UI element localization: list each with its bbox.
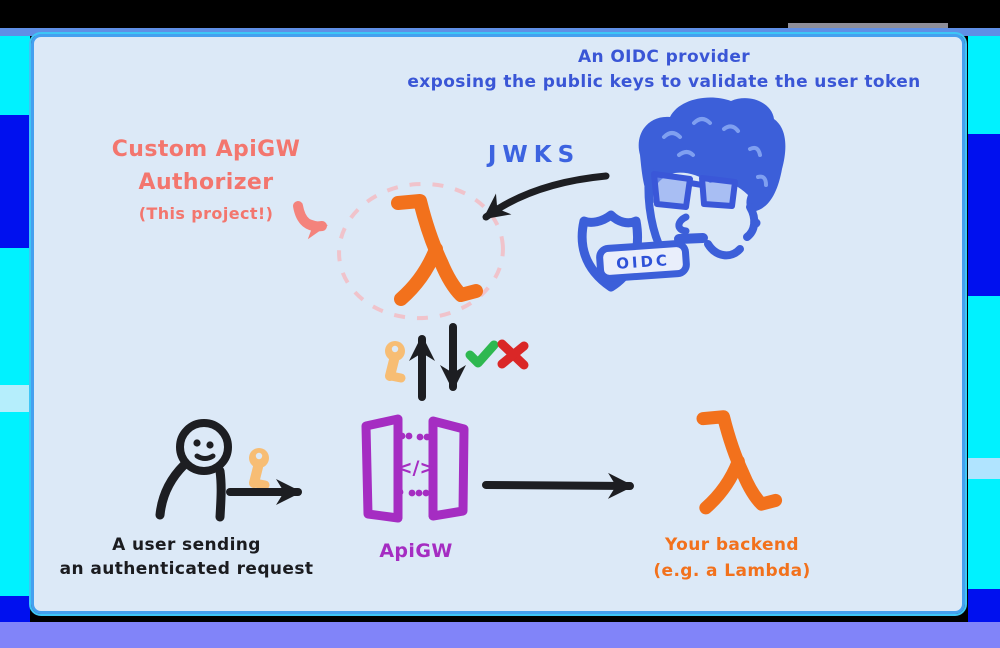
user-caption: A user sending an authenticated request — [39, 533, 334, 581]
jwks-arrow — [482, 172, 610, 221]
frame-left-stripe — [0, 248, 30, 385]
authorizer-caption-line1: Custom ApiGW — [111, 137, 301, 162]
sunglasses-icon — [651, 171, 738, 210]
authorizer-callout-arrow — [293, 201, 328, 240]
oidc-badge-label: OIDC — [616, 251, 671, 273]
frame-right-stripe — [968, 479, 1000, 589]
oidc-badge: OIDC — [596, 240, 690, 282]
frame-right-stripe — [968, 296, 1000, 458]
user-caption-line2: an authenticated request — [59, 559, 314, 579]
x-icon — [497, 339, 529, 370]
frame-right-stripe — [968, 134, 1000, 296]
backend-caption-line2: (e.g. a Lambda) — [653, 561, 811, 581]
frame-bottom-purple-band — [0, 622, 1000, 648]
backend-caption: Your backend (e.g. a Lambda) — [612, 532, 852, 584]
apigw-backend-arrow — [482, 472, 634, 499]
frame-left-stripe — [0, 412, 30, 596]
frame-right-stripe — [968, 458, 1000, 479]
user-key-icon — [249, 448, 269, 485]
shield-icon — [577, 210, 643, 292]
oidc-provider-face — [638, 97, 786, 260]
authorizer-caption-note: (This project!) — [138, 204, 274, 223]
backend-lambda-icon — [703, 417, 776, 508]
frame-left-stripe — [0, 36, 30, 115]
authorizer-lambda-icon — [398, 201, 476, 299]
hair-curls — [662, 117, 768, 187]
frame-right-stripe — [968, 36, 1000, 134]
frame-left-stripe — [0, 115, 30, 248]
authorizer-caption: Custom ApiGW Authorizer (This project!) — [74, 133, 338, 223]
authorizer-highlight-ellipse — [337, 181, 505, 321]
check-icon — [465, 340, 499, 368]
hair — [638, 97, 786, 212]
authorizer-caption-line2: Authorizer — [138, 170, 274, 195]
token-key-icon — [385, 341, 405, 378]
frame-left-stripe — [0, 385, 30, 412]
user-icon — [155, 419, 232, 522]
backend-caption-line1: Your backend — [664, 535, 799, 555]
apigw-label: ApiGW — [379, 540, 453, 562]
oidc-provider-caption: An OIDC provider exposing the public key… — [354, 45, 974, 95]
face-lines — [644, 165, 761, 260]
jwks-label: JWKS — [487, 142, 581, 168]
oidc-provider-caption-line1: An OIDC provider — [577, 47, 751, 67]
whiteboard-canvas: </> — [29, 32, 967, 616]
user-caption-line1: A user sending — [112, 535, 261, 555]
frame-top-blue-stripe — [0, 28, 1000, 36]
apigw-code-glyph: </> — [397, 457, 436, 479]
apigw-icon: </> — [361, 414, 469, 523]
oidc-provider-caption-line2: exposing the public keys to validate the… — [407, 72, 921, 92]
frame-left-stripe — [0, 596, 30, 622]
diagram-drawing: </> — [155, 97, 786, 523]
frame-top-gray-stripe — [788, 23, 948, 29]
frame-right-stripe — [968, 589, 1000, 622]
